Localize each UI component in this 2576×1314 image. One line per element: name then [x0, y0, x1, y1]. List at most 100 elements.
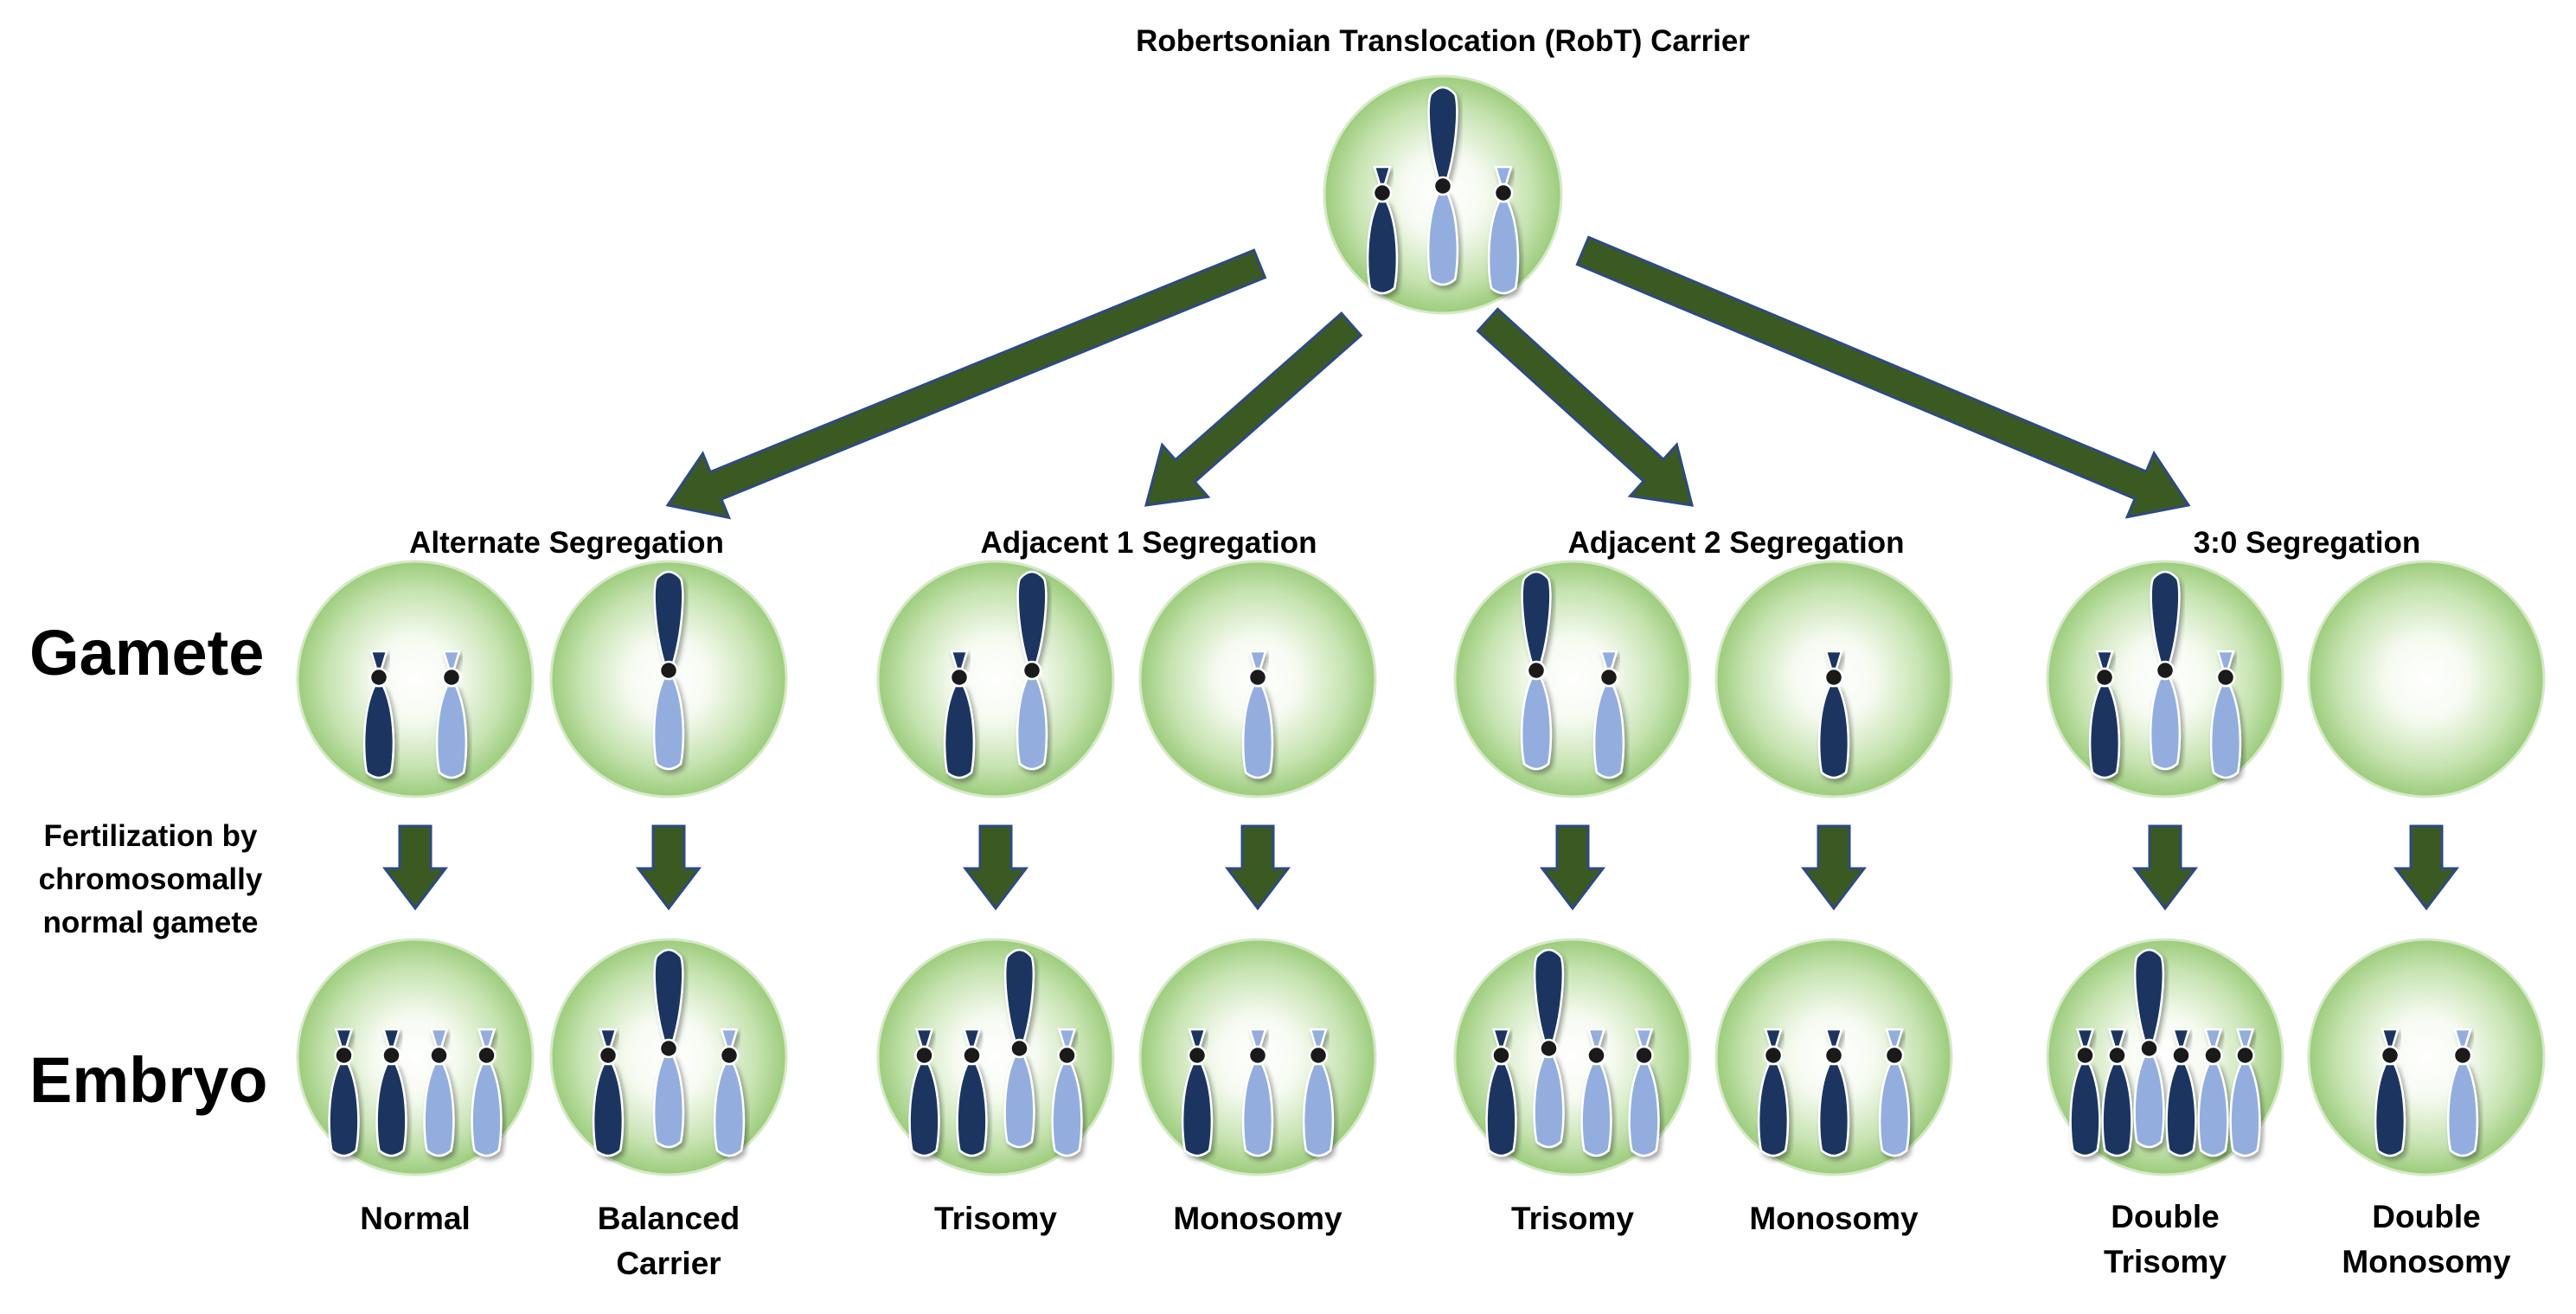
segregation-arrow	[1476, 307, 1695, 507]
embryo-cell	[2307, 938, 2546, 1176]
robt-chromosome	[2149, 570, 2182, 771]
outcome-label-line: Normal	[360, 1201, 471, 1236]
dark-chromosome	[2088, 650, 2121, 779]
light-chromosome	[2197, 1028, 2229, 1157]
cell-body	[1453, 560, 1692, 798]
light-chromosome	[1302, 1028, 1335, 1157]
fertilization-arrow	[635, 824, 702, 911]
dark-chromosome	[362, 650, 395, 779]
outcome-label-line: Trisomy	[2104, 1244, 2227, 1279]
segregation-header-alternate: Alternate Segregation	[409, 526, 724, 560]
fertilization-arrow	[2131, 824, 2199, 911]
cell-body	[2307, 560, 2546, 798]
light-chromosome	[2209, 650, 2242, 779]
robt-chromosome	[2133, 948, 2165, 1149]
dark-chromosome	[592, 1028, 625, 1157]
segregation-header-3-0: 3:0 Segregation	[2193, 526, 2421, 560]
light-chromosome	[1241, 650, 1274, 779]
outcome-label-line: Monosomy	[1173, 1201, 1342, 1236]
dark-chromosome	[375, 1028, 407, 1157]
dark-chromosome	[1366, 165, 1399, 295]
fertilization-arrow	[2393, 824, 2460, 911]
gamete-cell	[876, 560, 1115, 798]
outcome-label: Trisomy	[934, 1196, 1057, 1241]
outcome-label: Monosomy	[1173, 1196, 1342, 1241]
dark-chromosome	[328, 1028, 360, 1157]
outcome-label: Trisomy	[1511, 1196, 1634, 1241]
light-chromosome	[435, 650, 468, 779]
light-chromosome	[471, 1028, 503, 1157]
gamete-cell	[2046, 560, 2284, 798]
light-chromosome	[1878, 1028, 1911, 1157]
fertilization-label: Fertilization by chromosomally normal ga…	[16, 815, 285, 945]
segregation-arrow	[1144, 311, 1363, 507]
light-chromosome	[1592, 650, 1625, 779]
dark-chromosome	[2165, 1028, 2197, 1157]
dark-chromosome	[2101, 1028, 2133, 1157]
dark-chromosome	[2374, 1028, 2406, 1157]
light-chromosome	[1487, 165, 1520, 295]
outcome-label-line: Double	[2372, 1199, 2481, 1234]
gamete-cell	[1453, 560, 1692, 798]
robt-chromosome	[652, 570, 685, 771]
embryo-cell	[876, 938, 1115, 1176]
dark-chromosome	[1817, 650, 1850, 779]
robt-chromosome	[1533, 948, 1565, 1149]
robt-chromosome	[1016, 570, 1048, 771]
dark-chromosome	[1181, 1028, 1214, 1157]
outcome-label-line: Monosomy	[1749, 1201, 1919, 1236]
light-chromosome	[2229, 1028, 2261, 1157]
gamete-cell	[1138, 560, 1377, 798]
cell-body	[2307, 938, 2546, 1176]
fertilization-arrow	[962, 824, 1029, 911]
outcome-label-line: Trisomy	[1511, 1201, 1634, 1236]
gamete-cell	[296, 560, 535, 798]
gamete-cell	[2307, 560, 2546, 798]
fertilization-arrow	[1800, 824, 1868, 911]
embryo-cell	[1138, 938, 1377, 1176]
segregation-arrow	[1575, 235, 2191, 519]
outcome-label: Double Trisomy	[2104, 1195, 2227, 1285]
segregation-header-adjacent-2: Adjacent 2 Segregation	[1567, 526, 1905, 560]
gamete-cell	[1714, 560, 1953, 798]
outcome-label: Normal	[360, 1196, 470, 1241]
dark-chromosome	[956, 1028, 988, 1157]
light-chromosome	[423, 1028, 455, 1157]
embryo-cell	[549, 938, 788, 1176]
fertilization-label-line: Fertilization by	[43, 819, 258, 853]
robt-chromosome	[1520, 570, 1553, 771]
dark-chromosome	[1485, 1028, 1517, 1157]
outcome-label-line: Double	[2111, 1199, 2220, 1234]
embryo-cell	[1453, 938, 1692, 1176]
carrier-cell	[1323, 74, 1563, 315]
diagram-title: Robertsonian Translocation (RobT) Carrie…	[1136, 24, 1750, 58]
fertilization-arrow	[1224, 824, 1291, 911]
embryo-cell	[296, 938, 535, 1176]
dark-chromosome	[1817, 1028, 1850, 1157]
cell-body	[876, 560, 1115, 798]
fertilization-arrow	[381, 824, 449, 911]
cell-body	[296, 560, 535, 798]
light-chromosome	[1628, 1028, 1660, 1157]
fertilization-label-line: chromosomally	[38, 862, 263, 896]
light-chromosome	[1051, 1028, 1083, 1157]
embryo-cell	[2046, 938, 2284, 1176]
outcome-label-line: Carrier	[616, 1246, 721, 1281]
light-chromosome	[2446, 1028, 2479, 1157]
outcome-label: Monosomy	[1749, 1196, 1918, 1241]
row-label-gamete: Gamete	[29, 617, 265, 689]
outcome-label: Balanced Carrier	[598, 1196, 740, 1286]
embryo-cell	[1714, 938, 1953, 1176]
light-chromosome	[713, 1028, 746, 1157]
outcome-label-line: Trisomy	[934, 1201, 1057, 1236]
robt-chromosome	[1003, 948, 1035, 1149]
fertilization-arrow	[1539, 824, 1606, 911]
fertilization-label-line: normal gamete	[42, 906, 259, 939]
robt-chromosome	[652, 948, 685, 1149]
light-chromosome	[1241, 1028, 1274, 1157]
dark-chromosome	[1757, 1028, 1790, 1157]
gamete-cell	[549, 560, 788, 798]
outcome-label-line: Balanced	[597, 1201, 740, 1236]
dark-chromosome	[908, 1028, 940, 1157]
